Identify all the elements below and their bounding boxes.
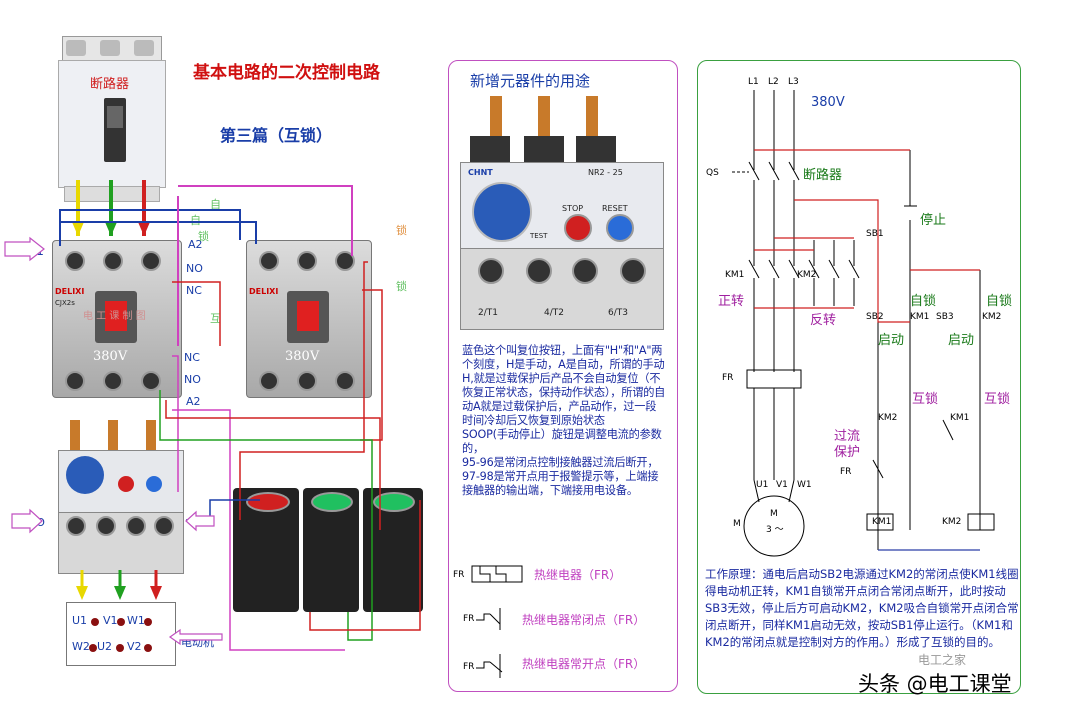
drawing-watermark: 电 工 课 制 图 [83,311,146,322]
legend-symbol-fr [471,565,523,583]
arrow-label-suo-3: 锁 [396,280,407,293]
relay-test: TEST [530,232,548,240]
page-title: 基本电路的二次控制电路 [193,63,380,83]
phase-l2: L2 [768,77,779,87]
motor-v1: V1 [103,614,118,627]
legend-tag-2: FR [463,614,475,624]
fr-contact-tag: FR [840,467,852,477]
km1-selflock-tag: KM1 [910,312,930,322]
sb1-tag: SB1 [866,229,884,239]
thermal-relay-photo: CHNT NR2 - 25 STOP RESET TEST 2/T1 4/T2 … [460,96,664,332]
motor-terminal-box [66,602,176,666]
motor-u2: U2 [97,640,113,653]
interlock-label-1: 互锁 [912,392,939,407]
motor-u1: U1 [72,614,88,627]
self-lock-label-2: 自锁 [986,294,1013,309]
km1-interlock-tag: KM1 [950,413,970,423]
phase-l3: L3 [788,77,799,87]
terminal-a2-mid: A2 [186,395,201,408]
motor-w1: W1 [127,614,145,627]
start-label-1: 启动 [878,333,905,348]
push-button-green-2 [363,488,423,612]
motor-w1-tag: W1 [797,480,812,490]
push-button-green-1 [303,488,359,612]
legend-text-1: 热继电器（FR） [534,568,622,582]
page-subtitle: 第三篇（互锁） [220,126,333,145]
motor-tag: M [733,519,741,529]
motor-inner-label: M [770,509,778,519]
coil-km2-tag: KM2 [942,517,962,527]
km2-main-tag: KM2 [797,270,817,280]
motor-u1-tag: U1 [756,480,769,490]
forward-label: 正转 [718,294,745,309]
arrow-label-hu: 互 [210,312,221,325]
schematic-diagram [732,90,995,557]
motor-v1-tag: V1 [776,480,788,490]
relay-terminal-1: 2/T1 [478,308,498,318]
thermal-relay-left [58,420,184,574]
left-wiring [4,180,421,652]
reverse-label: 反转 [810,313,837,328]
contactor-voltage-1: 380V [93,349,128,364]
legend-text-3: 热继电器常开点（FR） [522,657,646,671]
coil-km1-tag: KM1 [872,517,892,527]
sb3-tag: SB3 [936,312,954,322]
legend-symbol-fr-no [476,654,503,678]
schematic-breaker-label: 断路器 [803,168,843,183]
relay-stop: STOP [562,204,584,213]
terminal-nc-mid: NC [184,351,200,364]
terminal-no-mid: NO [184,373,201,386]
arrow-label-zi-1: 自 [210,198,221,211]
arrow-label-suo-1: 锁 [198,230,209,243]
contactor-brand: DELIXI [55,287,85,296]
contactor-voltage-2: 380V [285,349,320,364]
motor-v2: V2 [127,640,142,653]
legend-tag-3: FR [463,662,475,672]
relay-brand: CHNT [468,168,493,177]
watermark: 头条 @电工课堂 [858,672,1012,696]
relay-model: NR2 - 25 [588,168,623,177]
arrow-label-suo-2: 锁 [396,224,407,237]
relay-terminal-3: 6/T3 [608,308,628,318]
contactor-1: DELIXI CJX2s 电 工 课 制 图 380V [52,240,182,398]
watermark-small: 电工之家 [918,653,967,667]
km1-main-tag: KM1 [725,270,745,280]
supply-voltage: 380V [811,95,845,110]
contactor-model: CJX2s [55,299,75,307]
km2-selflock-tag: KM2 [982,312,1002,322]
breaker-label: 断路器 [90,77,130,92]
sb2-tag: SB2 [866,312,884,322]
relay-reset: RESET [602,204,628,213]
relay-terminal-2: 4/T2 [544,308,564,318]
arrow-label-zi-2: 自 [190,214,201,227]
push-button-red [233,488,299,612]
terminal-no-top: NO [186,262,203,275]
terminal-a2-top: A2 [188,238,203,251]
component-panel-title: 新增元器件的用途 [470,72,591,90]
stop-label: 停止 [920,213,947,228]
legend-tag-1: FR [453,570,465,580]
circuit-breaker-device: 断路器 [58,36,166,202]
overcurrent-label: 过流 保护 [834,429,861,460]
qs-tag: QS [706,168,719,178]
working-principle: 工作原理：通电后启动SB2电源通过KM2的常闭点使KM1线圈得电动机正转，KM1… [705,567,1019,649]
schematic-panel [697,60,1021,694]
phase-l1: L1 [748,77,759,87]
interlock-label-2: 互锁 [984,392,1011,407]
start-label-2: 启动 [948,333,975,348]
component-description: 蓝色这个叫复位按钮，上面有"H"和"A"两个刻度，H是手动，A是自动，所谓的手动… [462,344,666,497]
motor-w2: W2 [72,640,90,653]
motor-phase-label: 3 ～ [766,525,784,535]
km2-interlock-tag: KM2 [878,413,898,423]
fr-tag: FR [722,373,734,383]
component-panel [448,60,678,692]
contactor-2: DELIXI 380V [246,240,372,398]
self-lock-label-1: 自锁 [910,294,937,309]
terminal-nc-top: NC [186,284,202,297]
legend-text-2: 热继电器常闭点（FR） [522,613,646,627]
legend-symbol-fr-nc [476,608,501,630]
